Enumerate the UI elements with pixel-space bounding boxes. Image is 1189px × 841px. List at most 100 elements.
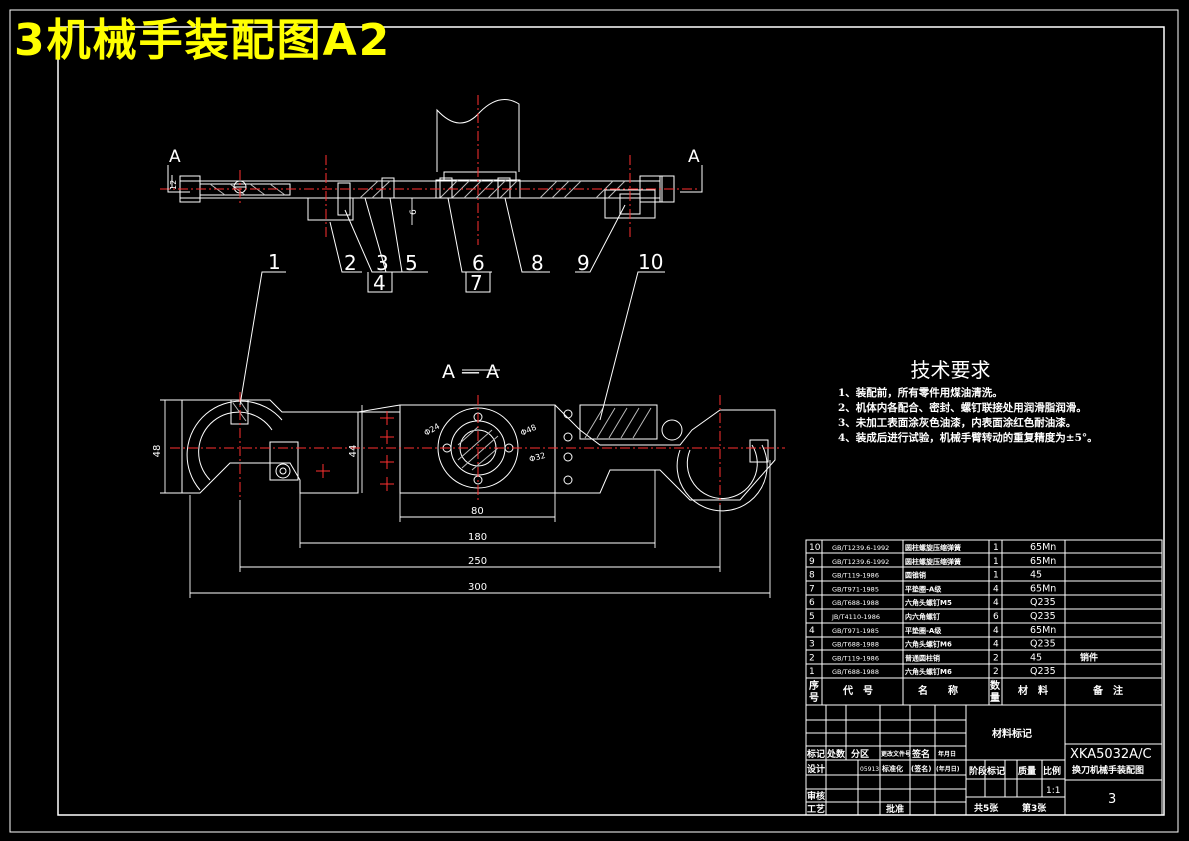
spindle-flange bbox=[443, 171, 517, 181]
bom-table bbox=[805, 539, 1163, 706]
approve-label: 批准 bbox=[886, 803, 904, 815]
rev-label-6: 年月日 bbox=[938, 750, 956, 758]
leader-10 bbox=[599, 271, 665, 421]
right-jaw bbox=[676, 444, 768, 512]
callout-3: 3 bbox=[376, 251, 389, 275]
bom-material: 65Mn bbox=[1030, 556, 1056, 567]
bom-no: 2 bbox=[809, 653, 815, 663]
bom-code: GB/T971-1985 bbox=[832, 627, 879, 635]
bom-no: 4 bbox=[809, 626, 815, 636]
bom-code: GB/T688-1988 bbox=[832, 599, 879, 607]
cut-mark-right bbox=[680, 165, 703, 193]
bom-header-name: 名 称 bbox=[918, 684, 958, 697]
bom-material: Q235 bbox=[1030, 597, 1056, 608]
dim-180: 180 bbox=[468, 532, 487, 543]
bom-no: 8 bbox=[809, 571, 815, 581]
section-view-label: A — A bbox=[442, 361, 499, 383]
bom-qty: 4 bbox=[993, 626, 999, 636]
top-section-view bbox=[160, 95, 703, 293]
dimension-lines bbox=[160, 198, 771, 598]
bom-name: 六角头螺钉M6 bbox=[905, 667, 952, 676]
bom-material: 65Mn bbox=[1030, 625, 1056, 636]
dim-d24: Φ24 bbox=[423, 422, 442, 438]
mounting-holes bbox=[563, 409, 573, 485]
bom-name: 圆柱螺旋压缩弹簧 bbox=[905, 543, 961, 552]
bom-code: GB/T1239.6-1992 bbox=[832, 558, 889, 566]
bom-headers: 序 号 代 号 名 称 数 量 材 料 备 注 bbox=[809, 679, 1123, 704]
drawing-name: 换刀机械手装配图 bbox=[1072, 764, 1144, 776]
bom-header-note: 备 注 bbox=[1092, 684, 1123, 697]
tech-requirement-1: 1、装配前，所有零件用煤油清洗。 bbox=[838, 387, 1003, 399]
rev-label-4: 更改文件号 bbox=[881, 750, 911, 758]
dimension-texts: 80 180 250 300 48 44 Φ24 Φ48 Φ32 6 12 bbox=[152, 180, 546, 593]
bom-header-qty-bottom: 量 bbox=[990, 691, 1000, 704]
signature-label: (签名) bbox=[911, 764, 931, 773]
bom-name: 六角头螺钉M5 bbox=[905, 598, 952, 607]
outer-border bbox=[9, 9, 1179, 833]
dim-d32: Φ32 bbox=[528, 451, 546, 464]
bom-name: 圆锥销 bbox=[905, 571, 926, 580]
bom-qty: 2 bbox=[993, 667, 999, 677]
bom-material: 65Mn bbox=[1030, 542, 1056, 553]
bom-note: 销件 bbox=[1080, 651, 1098, 663]
bom-qty: 6 bbox=[993, 612, 999, 622]
bom-no: 9 bbox=[809, 557, 815, 567]
bolt-5 bbox=[381, 177, 395, 199]
bom-no: 5 bbox=[809, 612, 815, 622]
bolt-3 bbox=[337, 182, 351, 216]
callout-1: 1 bbox=[268, 250, 281, 274]
callout-7: 7 bbox=[470, 271, 483, 295]
bom-header-code: 代 号 bbox=[842, 684, 873, 697]
bom-name: 普通圆柱销 bbox=[905, 653, 940, 662]
bom-name: 六角头螺钉M6 bbox=[905, 640, 952, 649]
bom-code: GB/T1239.6-1992 bbox=[832, 544, 889, 552]
callout-8: 8 bbox=[531, 251, 544, 275]
bom-qty: 1 bbox=[993, 557, 999, 567]
left-small-hole bbox=[275, 463, 291, 479]
bom-material: 65Mn bbox=[1030, 583, 1056, 594]
bom-material: 45 bbox=[1030, 570, 1042, 581]
bolt-6 bbox=[439, 177, 453, 199]
scale-label: 比例 bbox=[1043, 765, 1061, 777]
part-callouts: 1 2 3 4 5 6 7 8 9 10 bbox=[268, 250, 663, 295]
bom-no: 3 bbox=[809, 640, 815, 650]
dim-12: 12 bbox=[169, 180, 178, 190]
bom-name: 平垫圈-A级 bbox=[905, 626, 942, 635]
leader-1 bbox=[239, 271, 286, 406]
design-label: 设计 bbox=[807, 763, 825, 775]
process-label: 工艺 bbox=[807, 803, 825, 815]
bom-qty: 4 bbox=[993, 584, 999, 594]
bom-qty: 4 bbox=[993, 640, 999, 650]
section-mark-right: A bbox=[688, 147, 700, 167]
bom-material: Q235 bbox=[1030, 666, 1056, 677]
dim-250: 250 bbox=[468, 556, 487, 567]
dim-300: 300 bbox=[468, 582, 487, 593]
callout-6: 6 bbox=[472, 251, 485, 275]
dim-d48: Φ48 bbox=[519, 423, 538, 438]
right-plunger-ball bbox=[661, 419, 683, 441]
section-mark-left: A bbox=[169, 147, 181, 167]
dim-44: 44 bbox=[348, 445, 359, 458]
callout-5: 5 bbox=[405, 251, 418, 275]
bom-no: 1 bbox=[809, 667, 815, 677]
right-end-block bbox=[639, 175, 663, 203]
bom-qty: 2 bbox=[993, 653, 999, 663]
callout-4: 4 bbox=[373, 271, 386, 295]
bom-no: 10 bbox=[809, 543, 821, 553]
stage-mark: 阶段标记 bbox=[969, 765, 1005, 777]
bom-material: Q235 bbox=[1030, 639, 1056, 650]
bom-header-material: 材 料 bbox=[1018, 684, 1048, 697]
left-jaw bbox=[186, 400, 283, 491]
bom-material: 45 bbox=[1030, 652, 1042, 663]
rev-label-1: 标记 bbox=[806, 748, 825, 760]
right-plunger bbox=[579, 404, 658, 440]
date-label: (年月日) bbox=[936, 765, 960, 773]
bom-code: GB/T119-1986 bbox=[832, 654, 879, 662]
bom-code: GB/T688-1988 bbox=[832, 668, 879, 676]
material-mark: 材料标记 bbox=[992, 727, 1032, 740]
page-title: 3机械手装配图A2 bbox=[14, 15, 392, 66]
sheet-index: 3 bbox=[1108, 792, 1116, 807]
bom-qty: 1 bbox=[993, 543, 999, 553]
